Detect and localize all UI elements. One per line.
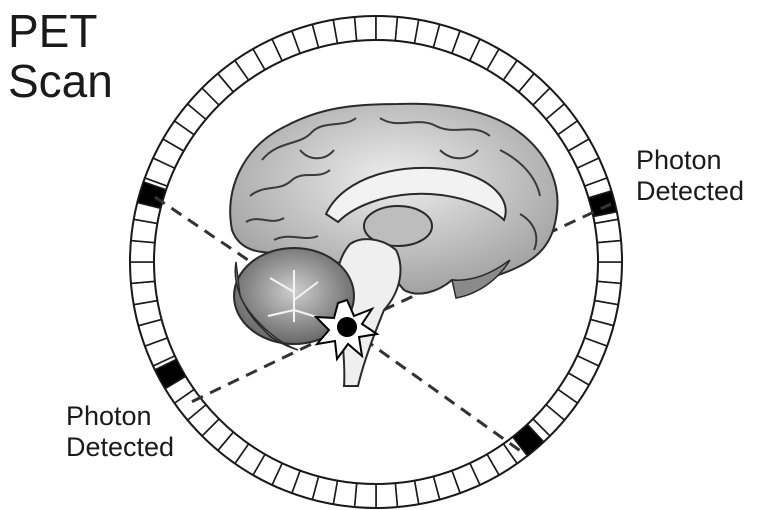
title-line-1: PET bbox=[8, 6, 113, 56]
detector-segment bbox=[595, 219, 621, 242]
title-line-2: Scan bbox=[8, 56, 113, 106]
annihilation-core bbox=[337, 317, 357, 337]
label-right-line-2: Detected bbox=[636, 176, 744, 207]
photon-detected-label-right: Photon Detected bbox=[636, 145, 744, 207]
detector-segment bbox=[597, 241, 622, 262]
detector-segment bbox=[130, 262, 155, 283]
detector-segment bbox=[131, 281, 157, 304]
detector-segment bbox=[333, 17, 356, 43]
brain-sagittal-section-icon bbox=[230, 104, 557, 386]
detector-segment bbox=[130, 241, 155, 262]
detector-segment bbox=[395, 481, 418, 507]
detector-segment bbox=[376, 16, 397, 41]
detector-segment bbox=[355, 483, 376, 508]
label-left-line-1: Photon bbox=[66, 401, 174, 432]
photon-path-lower-right bbox=[347, 327, 522, 452]
page-title: PET Scan bbox=[8, 6, 113, 106]
detector-segment bbox=[597, 262, 622, 283]
detector-segment bbox=[355, 16, 376, 41]
detector-segment bbox=[376, 483, 397, 508]
label-left-line-2: Detected bbox=[66, 432, 174, 463]
photon-detected-label-left: Photon Detected bbox=[66, 401, 174, 463]
label-right-line-1: Photon bbox=[636, 145, 744, 176]
